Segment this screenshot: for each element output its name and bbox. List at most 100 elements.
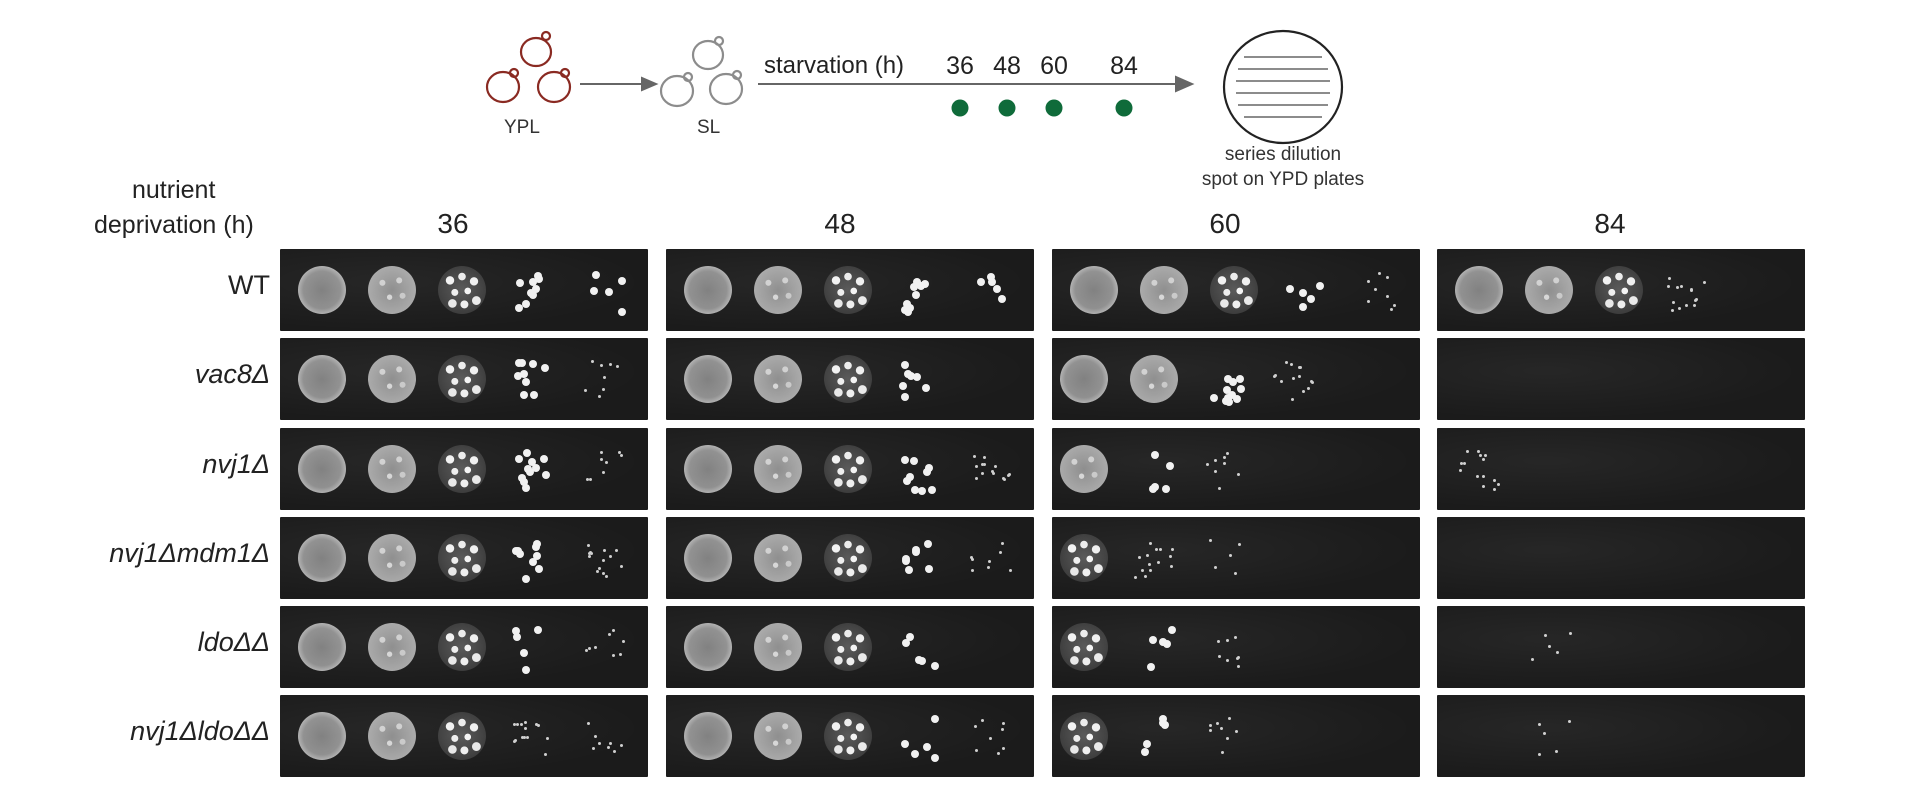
colony [512,626,521,635]
plate-panel [1437,338,1805,420]
colony [534,626,543,635]
colony-speck [621,639,625,643]
plate-panel [1052,517,1420,599]
arrow-right-icon [580,76,659,92]
colony [1285,285,1294,294]
colony-speck [1685,304,1689,308]
colony-speck [1393,303,1397,307]
plate-panel [280,517,648,599]
colony-speck [1006,473,1010,477]
colony-speck [1001,722,1005,726]
colony [532,463,541,472]
colony-speck [1667,284,1671,288]
growth-spot [368,534,416,582]
colony-speck [1543,732,1547,736]
colony-speck [1483,453,1487,457]
colony [1151,451,1159,460]
colony [528,458,537,467]
colony [1163,639,1172,648]
growth-spot [754,266,802,314]
plate-panel [1437,517,1805,599]
colony-speck [608,632,612,636]
colony-speck [1225,451,1229,455]
colony-speck [593,735,597,739]
colony [519,477,528,486]
colony-speck [1158,548,1162,552]
colony-speck [1170,565,1174,569]
colony [534,275,543,284]
colony-speck [1299,366,1303,370]
colony-speck [1215,721,1219,725]
plate-panel [1437,249,1805,331]
colony [899,382,907,390]
colony-speck [1538,752,1542,756]
colony [533,551,542,560]
colony-speck [1459,468,1462,472]
colony [1161,484,1170,493]
colony [902,639,911,647]
colony-speck [1171,547,1175,551]
colony-speck [543,753,547,757]
colony-speck [584,388,588,392]
colony [930,661,939,670]
timepoint-label: 84 [1110,52,1138,80]
colony [1298,302,1307,311]
colony [532,285,541,294]
colony [617,307,626,316]
row-label-ldo: ldoΔΔ [197,627,270,657]
colony-speck [975,476,979,480]
colony-speck [596,570,600,574]
colony-speck [602,471,606,475]
colony-speck [1149,542,1153,546]
growth-spot [684,623,732,671]
colony-speck [603,375,607,379]
colony-speck [1154,548,1158,552]
colony [1227,391,1236,400]
colony [519,648,528,657]
colony-speck [612,628,616,632]
colony-speck [521,735,525,739]
plate-panel [1437,695,1805,777]
colony [1149,635,1158,644]
plate-panel [666,249,1034,331]
colony-speck [1476,475,1480,479]
colony [528,558,537,567]
growth-spot [1070,266,1118,314]
colony-speck [1221,751,1225,755]
colony-speck [588,551,592,555]
colony-speck [1146,553,1150,557]
growth-spot [754,623,802,671]
plate-panel [1052,428,1420,510]
timepoint-label: 48 [993,52,1021,80]
colony-speck [1567,720,1571,724]
colony-speck [1226,639,1230,643]
colony [522,665,530,674]
plate-panel [280,606,648,688]
colony-speck [988,737,992,741]
colony-speck [1222,455,1226,459]
colony [1236,385,1245,394]
colony [519,369,528,378]
timeline-arrow-icon [758,75,1195,93]
colony-speck [1568,632,1572,636]
colony-speck [589,477,593,481]
growth-spot [368,445,416,493]
timepoint-dot [951,99,969,117]
colony [514,358,523,367]
plate-caption-line1: series dilution [1224,144,1342,165]
colony [911,749,920,758]
row-label-wt: WT [228,270,270,300]
colony-speck [1482,475,1486,479]
colony [1222,386,1231,395]
colony-speck [587,646,591,650]
colony-speck [982,456,986,460]
growth-spot [754,445,802,493]
plate-panel [666,338,1034,420]
colony [605,288,614,297]
growth-spot [824,355,872,403]
plate-panel [1052,338,1420,420]
colony [540,455,549,464]
colony [521,300,530,309]
growth-spot [1060,623,1108,671]
colony-speck [1390,307,1394,311]
